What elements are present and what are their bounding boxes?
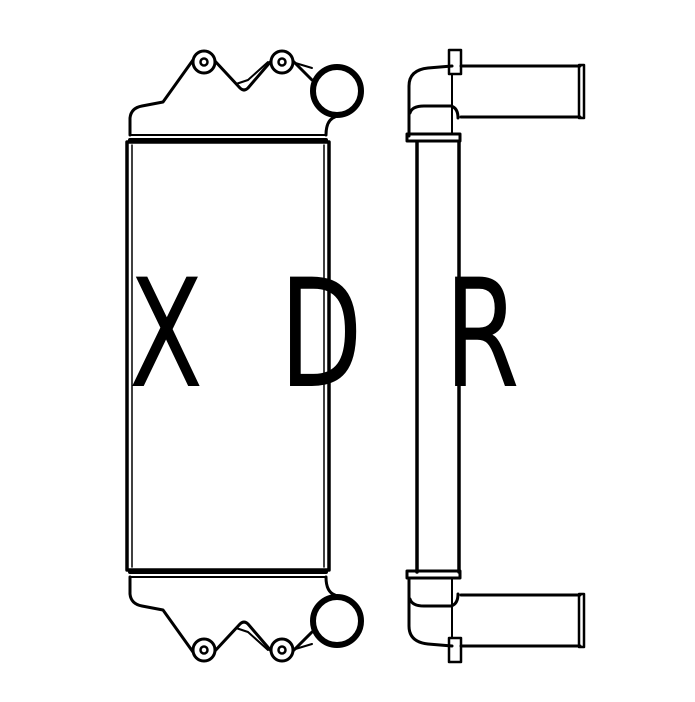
bottom-elbow (405, 569, 463, 664)
watermark: X D R (129, 248, 519, 422)
watermark-letter-x: X (129, 248, 203, 422)
watermark-letter-d: D (279, 248, 362, 422)
side-view (405, 48, 586, 664)
top-pipe (459, 63, 586, 120)
watermark-letter-r: R (444, 248, 519, 422)
core-side (415, 140, 461, 574)
top-tank (128, 49, 364, 137)
core-body (125, 134, 331, 578)
front-view (125, 49, 364, 663)
top-elbow (405, 48, 463, 143)
bottom-tank (128, 575, 364, 663)
bottom-pipe (459, 592, 586, 649)
